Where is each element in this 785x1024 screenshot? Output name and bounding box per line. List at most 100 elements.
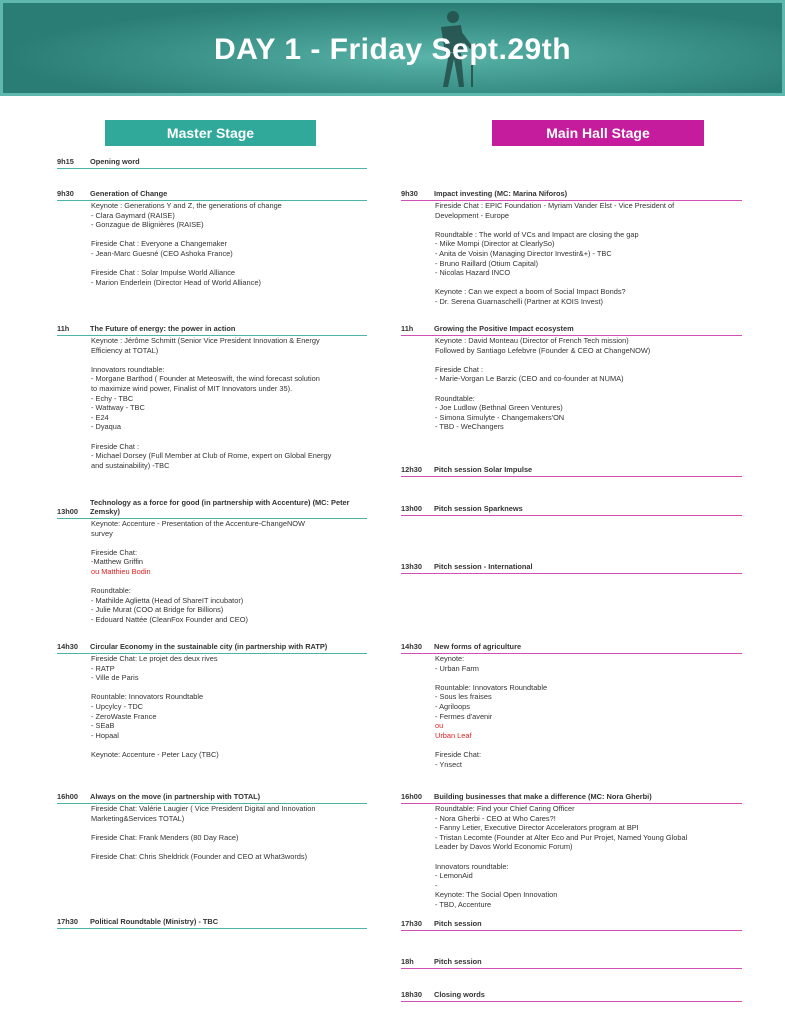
session-divider	[57, 168, 367, 169]
session-time: 11h	[57, 324, 70, 334]
detail-line: - LemonAid	[435, 871, 473, 881]
detail-line	[435, 740, 742, 750]
detail-line: to maximize wind power, Finalist of MIT …	[91, 383, 293, 393]
session-time: 13h30	[401, 562, 422, 572]
detail-line: Fireside Chat :	[435, 364, 484, 374]
session-divider	[401, 968, 742, 969]
detail-line: Fireside Chat : Solar Impulse World Alli…	[91, 268, 236, 278]
session-title: Closing words	[434, 990, 485, 1000]
session-title: Growing the Positive Impact ecosystem	[434, 324, 574, 334]
session-title: Pitch session Sparknews	[434, 504, 523, 514]
session-divider	[57, 928, 367, 929]
session-details: Keynote:- Urban Farm Rountable: Innovato…	[401, 654, 742, 769]
session-divider	[401, 930, 742, 931]
detail-line: Fireside Chat: Le projet des deux rives	[91, 654, 218, 663]
detail-line: - RATP	[91, 663, 115, 673]
detail-line: Fireside Chat: Valérie Laugier ( Vice Pr…	[91, 804, 316, 813]
detail-line: - Nicolas Hazard INCO	[435, 268, 511, 278]
detail-line	[91, 842, 367, 852]
detail-line: - Marion Enderlein (Director Head of Wor…	[91, 277, 261, 287]
session-header: 12h30 Pitch session Solar Impulse	[401, 463, 742, 476]
detail-line: - Marie-Vorgan Le Barzic (CEO and co-fou…	[435, 374, 624, 384]
detail-line: Innovators roundtable:	[435, 861, 509, 871]
session-divider	[57, 653, 367, 654]
detail-line: - Mathilde Aglietta (Head of ShareIT inc…	[91, 595, 244, 605]
session-divider	[401, 515, 742, 516]
detail-line: and sustainability) -TBC	[91, 460, 170, 470]
session-divider	[57, 200, 367, 201]
session-divider	[401, 335, 742, 336]
detail-line: Fireside Chat : Everyone a Changemaker	[91, 239, 227, 249]
detail-line: - Wattway - TBC	[91, 403, 145, 413]
session-header: 11h Growing the Positive Impact ecosystem	[401, 322, 742, 335]
detail-line: - Nora Gherbi - CEO at Who Cares?!	[435, 813, 556, 823]
session-details: Keynote: Accenture - Presentation of the…	[57, 519, 367, 625]
detail-line: Keynote : David Monteau (Director of Fre…	[435, 336, 629, 345]
detail-line: Fireside Chat :	[91, 441, 140, 451]
session-time: 9h15	[57, 157, 74, 167]
detail-line: Keynote: Accenture - Presentation of the…	[91, 519, 306, 528]
detail-line	[435, 355, 742, 365]
session-title: Pitch session Solar Impulse	[434, 465, 533, 475]
session-details: Roundtable: Find your Chief Caring Offic…	[401, 804, 742, 910]
detail-line: Keynote : Jérôme Schmitt (Senior Vice Pr…	[91, 336, 320, 345]
session-time: 11h	[401, 324, 414, 334]
main-hall-stage-header: Main Hall Stage	[492, 120, 704, 146]
session-divider	[57, 803, 367, 804]
detail-line: Followed by Santiago Lefebvre (Founder &…	[435, 345, 651, 355]
right-session-9: 18h30 Closing words	[401, 987, 742, 1002]
detail-line: - Hopaal	[91, 730, 119, 740]
right-session-2: 12h30 Pitch session Solar Impulse	[401, 463, 742, 477]
detail-line: Leader by Davos World Economic Forum)	[435, 842, 573, 852]
detail-line: - Dr. Serena Guarnaschelli (Partner at K…	[435, 296, 603, 306]
detail-line: - Fermes d'avenir	[435, 711, 493, 721]
detail-line: Fireside Chat:	[435, 749, 482, 759]
detail-line: - Agriloops	[435, 701, 470, 711]
detail-line: Keynote: Accenture - Peter Lacy (TBC)	[91, 749, 219, 759]
detail-line: Marketing&Services TOTAL)	[91, 813, 185, 823]
right-session-1: 11h Growing the Positive Impact ecosystem…	[401, 322, 742, 432]
detail-line: - Upcylcy - TDC	[91, 701, 144, 711]
detail-line: - Tristan Lecomte (Founder at Alter Eco …	[435, 832, 688, 842]
detail-line: - Jean-Marc Guesné (CEO Ashoka France)	[91, 248, 233, 258]
detail-line: - Edouard Nattée (CleanFox Founder and C…	[91, 614, 248, 624]
day-banner: DAY 1 - Friday Sept.29th	[0, 0, 785, 96]
hiker-silhouette-icon	[441, 11, 473, 87]
detail-line: - Simona Simulyte - Changemakers'ON	[435, 412, 565, 422]
session-time: 18h30	[401, 990, 422, 1000]
session-title: Political Roundtable (Ministry) - TBC	[90, 917, 219, 927]
session-divider	[57, 335, 367, 336]
detail-line	[91, 740, 367, 750]
detail-line	[435, 220, 742, 230]
detail-line: - TBD, Accenture	[435, 899, 492, 909]
session-details: Keynote : Generations Y and Z, the gener…	[57, 201, 367, 287]
detail-line: - SEaB	[91, 721, 115, 731]
detail-line: - Joe Ludlow (Bethnal Green Ventures)	[435, 403, 563, 413]
detail-line: - Ynsect	[435, 759, 462, 769]
detail-line: Keynote: The Social Open Innovation	[435, 890, 558, 900]
page-title: DAY 1 - Friday Sept.29th	[213, 33, 572, 66]
detail-line	[91, 538, 367, 548]
detail-line: - Ville de Paris	[91, 673, 139, 683]
detail-line	[91, 683, 367, 693]
detail-line: Fireside Chat: Frank Menders (80 Day Rac…	[91, 832, 239, 842]
session-divider	[401, 200, 742, 201]
session-time: 12h30	[401, 465, 422, 475]
session-divider	[401, 803, 742, 804]
session-time: 14h30	[401, 642, 422, 652]
